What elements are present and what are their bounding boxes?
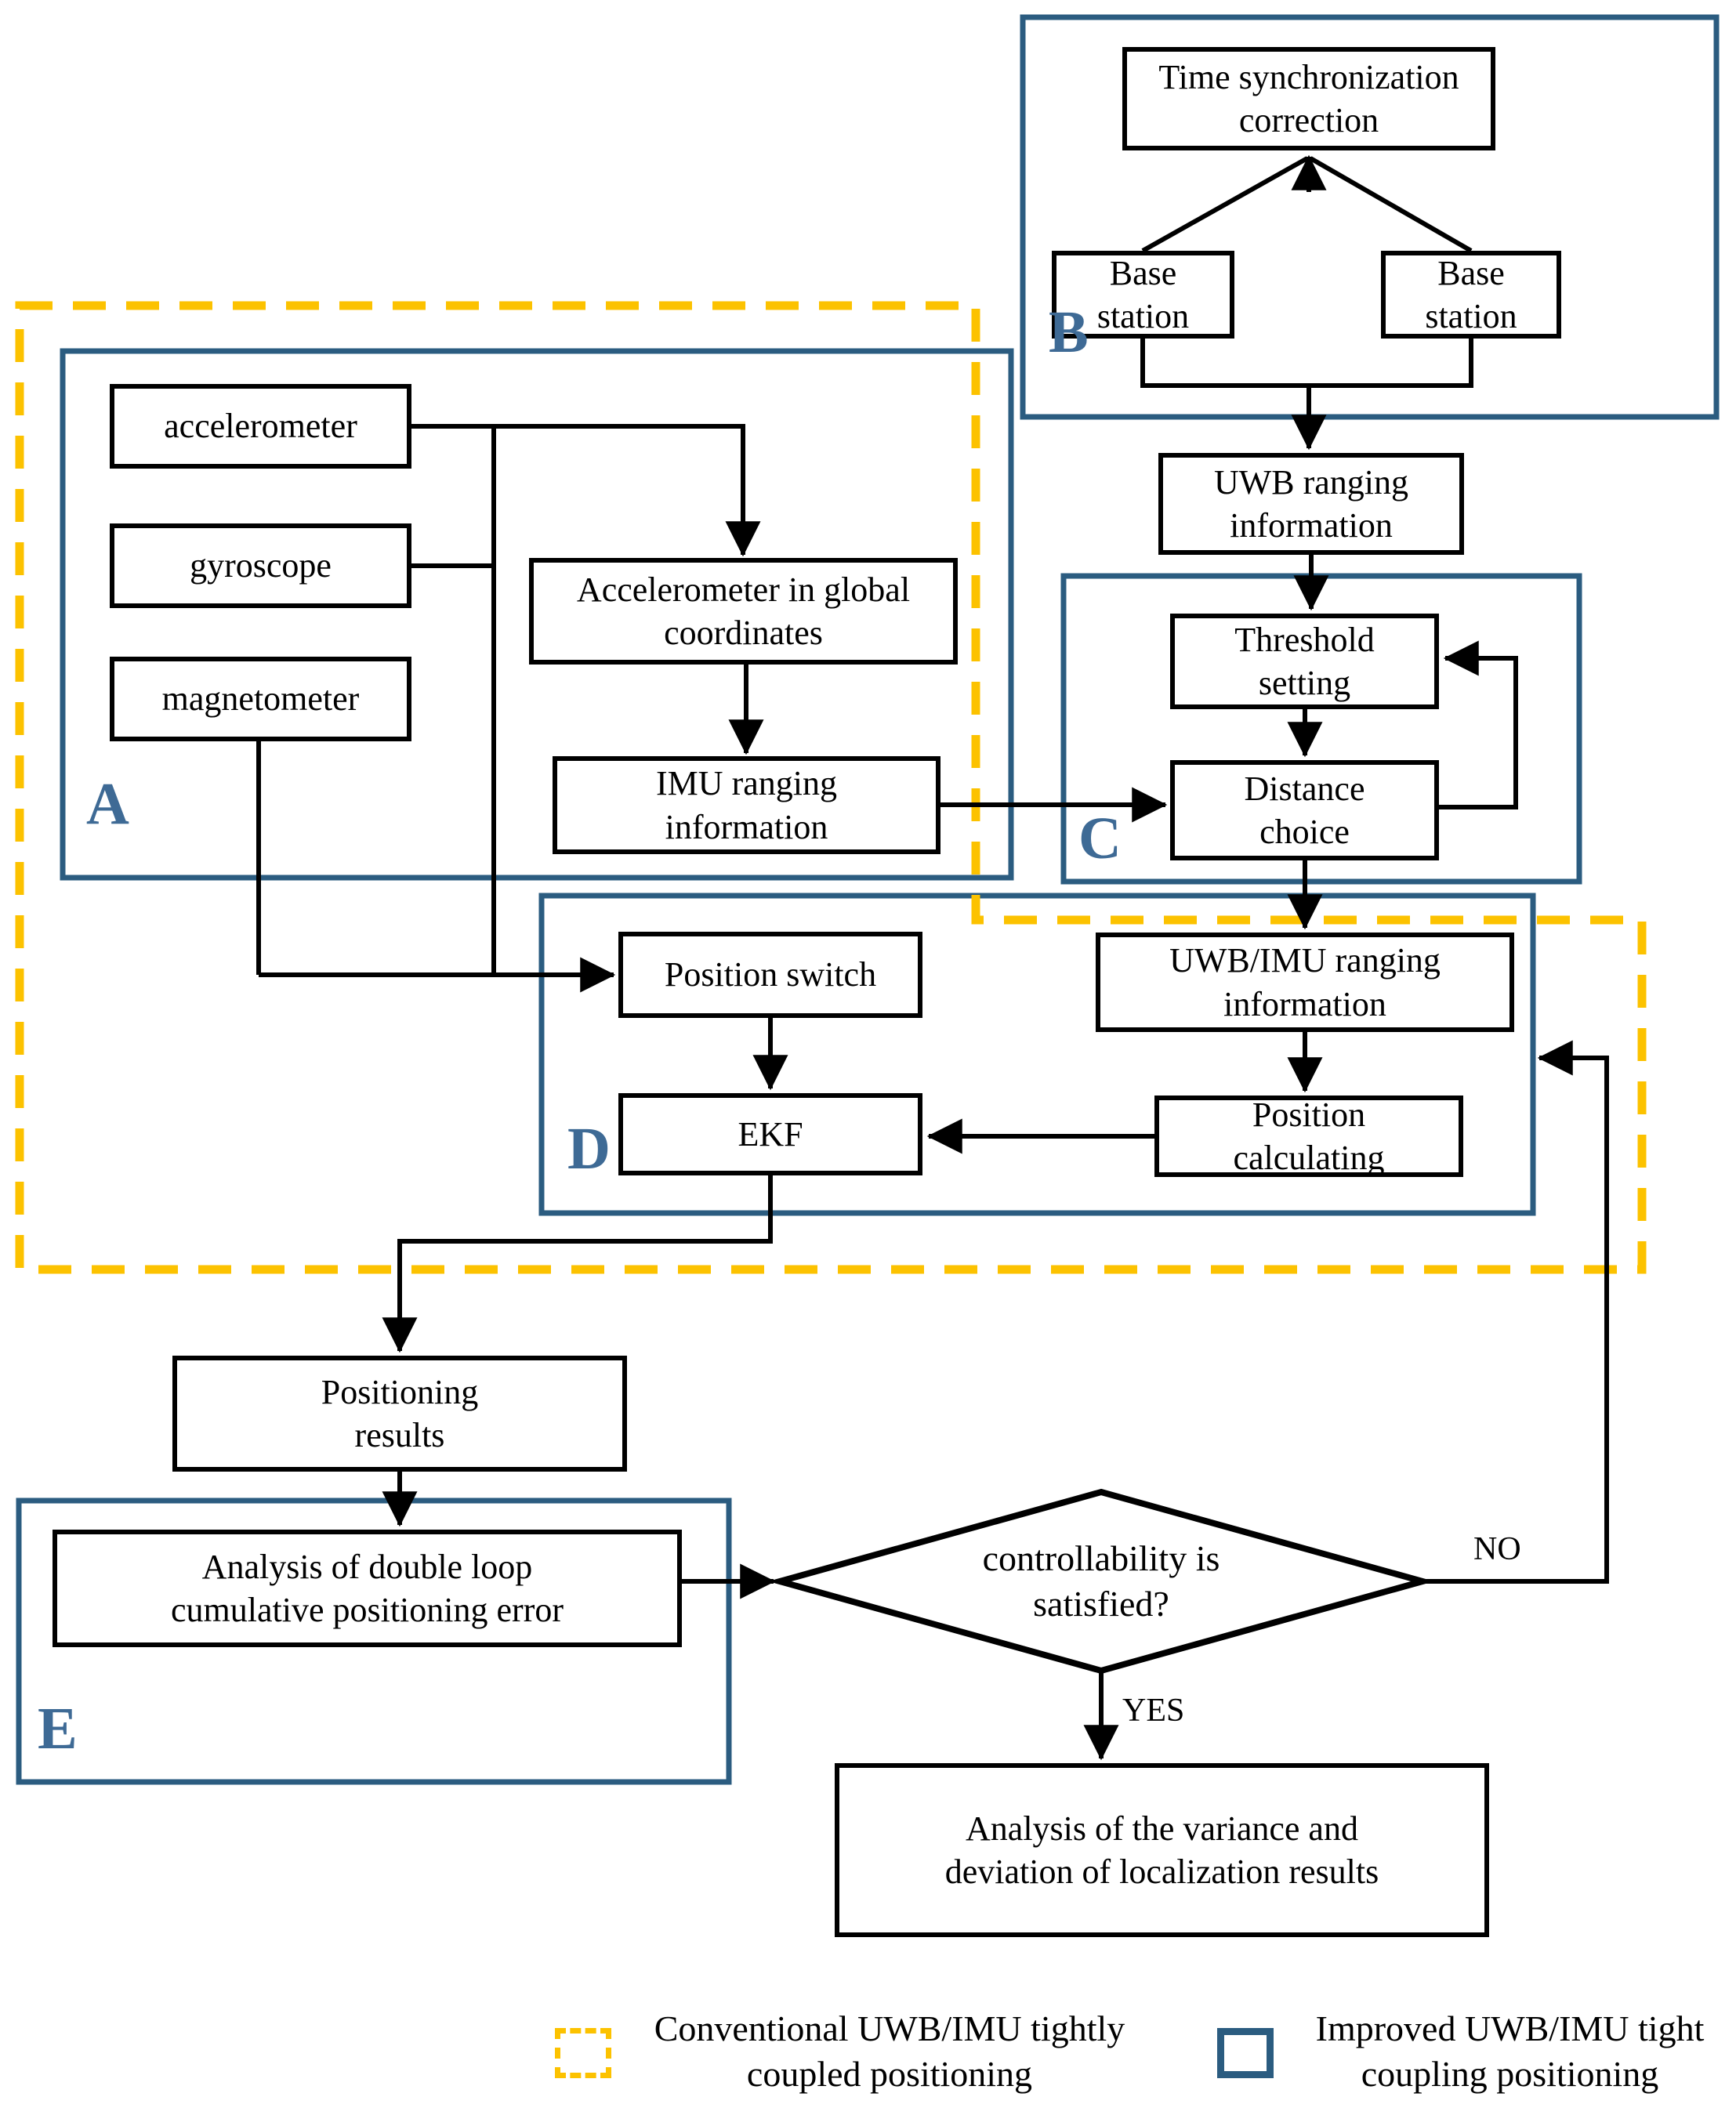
node-label-line: Positioning (321, 1372, 479, 1411)
node-uwb-ranging-information: UWB ranging information (1158, 453, 1464, 555)
node-threshold-setting: Threshold setting (1170, 614, 1439, 709)
node-label-line: coordinates (664, 614, 823, 652)
node-label-line: information (1230, 506, 1393, 545)
arrow-accelerometer-to-global (411, 424, 761, 557)
arrow-ekf-to-positioning-results (382, 1175, 773, 1353)
decision-diamond (768, 1488, 1434, 1675)
section-label-b: B (1049, 299, 1089, 365)
legend-conventional-label: Conventional UWB/IMU tightly coupled pos… (619, 2006, 1160, 2097)
decision-label-line: controllability is (982, 1538, 1220, 1579)
node-time-sync-correction: Time synchronization correction (1122, 47, 1495, 150)
node-label-line: Base (1109, 253, 1177, 292)
node-label-line: station (1425, 297, 1517, 335)
node-label-line: information (1223, 984, 1386, 1023)
node-label-line: calculating (1233, 1139, 1385, 1177)
legend-label-line: Conventional UWB/IMU tightly (654, 2008, 1125, 2048)
container-e (16, 1498, 732, 1785)
node-label-line: station (1096, 297, 1190, 335)
legend-label-line: coupling positioning (1361, 2053, 1659, 2094)
line-base-right-to-timesync (1309, 156, 1473, 253)
node-label-line: setting (1258, 664, 1351, 702)
node-label-line: EKF (738, 1114, 803, 1153)
node-label-line: UWB ranging (1213, 462, 1409, 502)
node-label-line: cumulative positioning error (171, 1591, 564, 1629)
node-ekf: EKF (618, 1093, 922, 1175)
node-label-line: results (354, 1416, 445, 1454)
legend-improved-label: Improved UWB/IMU tight coupling position… (1284, 2006, 1736, 2097)
line-base-left-to-timesync (1141, 156, 1309, 253)
node-label-line: magnetometer (161, 679, 360, 719)
node-label-line: Position (1252, 1095, 1366, 1134)
node-label-line: Base (1437, 253, 1505, 292)
node-label-line: deviation of localization results (944, 1852, 1379, 1891)
node-label-line: accelerometer (164, 407, 357, 446)
node-analysis-double-loop: Analysis of double loop cumulative posit… (53, 1530, 682, 1647)
container-a (60, 348, 1014, 881)
node-label-line: IMU ranging (656, 764, 837, 803)
node-base-station-left: Base station (1052, 251, 1234, 339)
node-positioning-results: Positioning results (172, 1356, 627, 1472)
section-label-d: D (567, 1116, 611, 1182)
node-label-line: Analysis of double loop (201, 1547, 533, 1586)
section-label-a: A (86, 771, 129, 837)
node-label-line: Distance (1244, 769, 1365, 808)
decision-label-line: satisfied? (1033, 1584, 1169, 1624)
no-branch-label: NO (1473, 1531, 1521, 1567)
node-label-line: Analysis of the variance and (966, 1809, 1358, 1848)
node-label-line: correction (1238, 101, 1379, 139)
section-label-c: C (1078, 806, 1122, 871)
container-d (538, 893, 1536, 1216)
container-b (1020, 14, 1720, 420)
legend-label-line: coupled positioning (746, 2053, 1033, 2094)
arrow-distance-feedback-threshold (1439, 640, 1518, 809)
node-position-switch: Position switch (618, 932, 922, 1018)
node-label-line: Accelerometer in global (576, 570, 911, 609)
node-position-calculating: Position calculating (1154, 1096, 1463, 1177)
node-imu-ranging-information: IMU ranging information (553, 756, 940, 854)
node-label-line: UWB/IMU ranging (1169, 941, 1441, 980)
section-label-e: E (38, 1696, 78, 1762)
node-label-line: gyroscope (190, 546, 332, 585)
legend-label-line: Improved UWB/IMU tight (1315, 2008, 1705, 2048)
node-gyroscope: gyroscope (110, 523, 411, 608)
legend-improved-swatch-icon (1217, 2028, 1274, 2078)
node-accelerometer: accelerometer (110, 384, 411, 469)
node-label-line: Time synchronization (1158, 57, 1459, 96)
line-base-stations-merge (1140, 339, 1473, 388)
yes-branch-label: YES (1122, 1693, 1185, 1729)
node-variance-analysis: Analysis of the variance and deviation o… (835, 1763, 1489, 1937)
node-accelerometer-global: Accelerometer in global coordinates (529, 558, 958, 665)
node-magnetometer: magnetometer (110, 657, 411, 741)
legend-conventional-swatch-icon (555, 2028, 611, 2078)
node-label-line: Position switch (664, 955, 877, 994)
node-uwb-imu-ranging-information: UWB/IMU ranging information (1096, 933, 1514, 1032)
node-distance-choice: Distance choice (1170, 760, 1439, 860)
node-label-line: choice (1259, 813, 1350, 851)
node-label-line: Threshold (1234, 620, 1375, 659)
arrow-no-feedback-loop (1423, 1040, 1609, 1584)
decision-label: controllability is satisfied? (827, 1528, 1375, 1635)
node-base-station-right: Base station (1381, 251, 1561, 339)
node-label-line: information (665, 807, 828, 846)
